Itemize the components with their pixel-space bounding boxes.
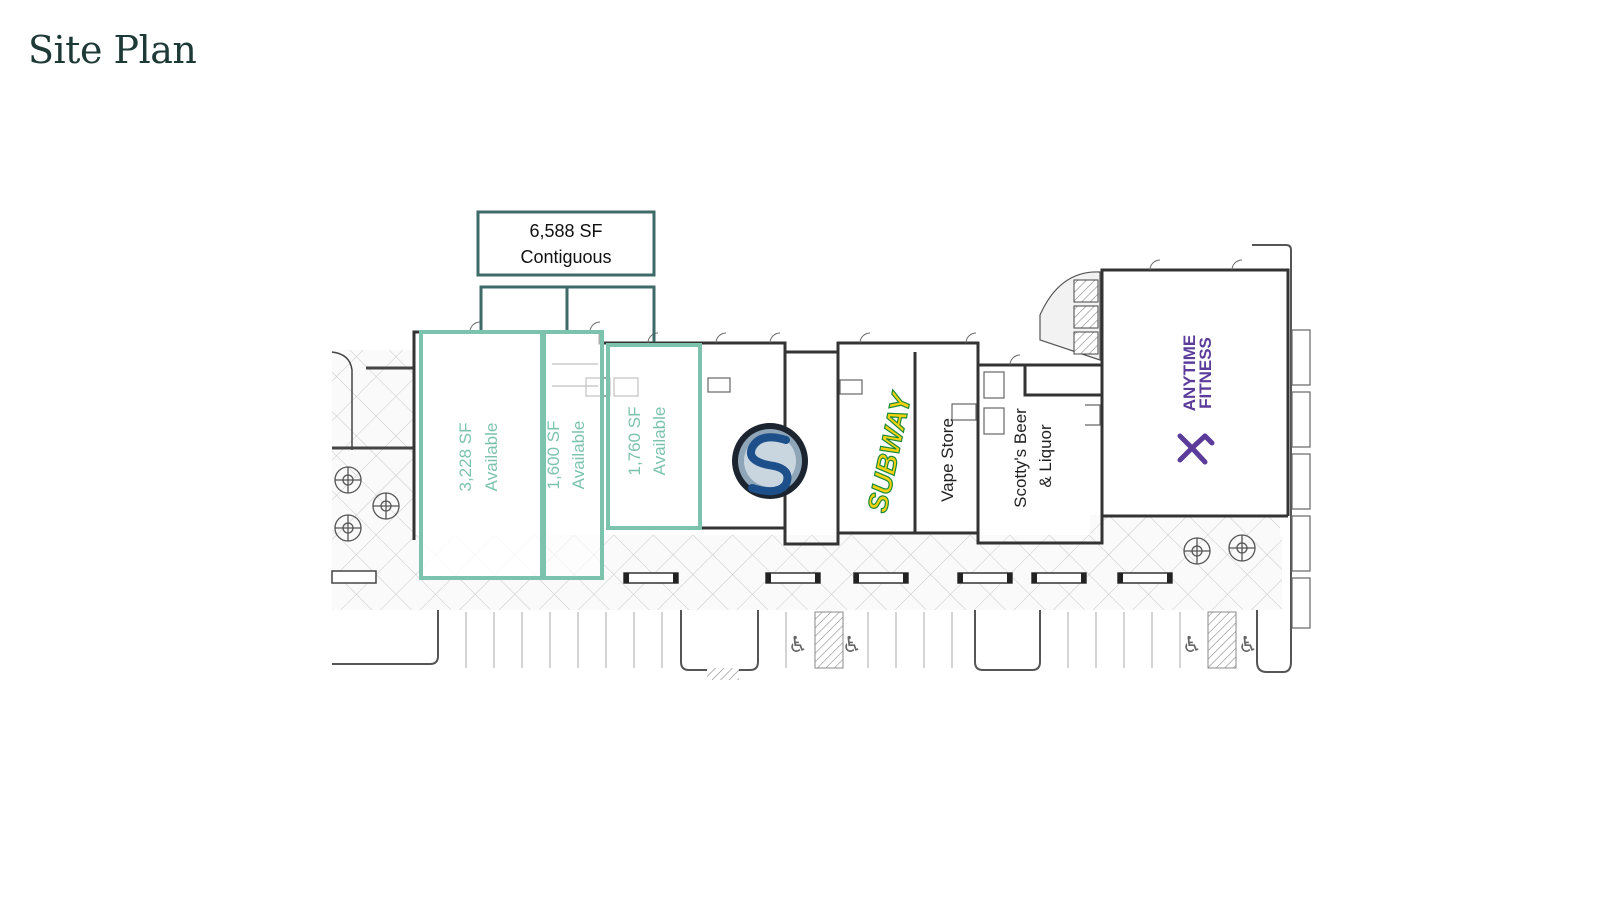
accessible-aisle [1207,611,1237,669]
fitness-wordmark-line1: ANYTIME [1180,335,1199,412]
accessible-aisle [814,611,844,669]
scottys-label-line2: & Liquor [1036,424,1055,488]
running-man-icon [1177,433,1215,465]
accessible-parking-icon: ♿ [842,633,862,658]
callout-size-label: 6,588 SF [529,221,602,241]
left-building-edge [331,351,414,450]
anytime-fitness-logo: ANYTIME FITNESS [1177,335,1215,465]
space-2-status-label: Available [569,421,588,490]
scottys-label-line1: Scotty's Beer [1011,408,1030,508]
space-3-status-label: Available [650,407,669,476]
accessible-parking-icon: ♿ [1182,633,1202,658]
planters [334,466,1256,565]
callout-description-label: Contiguous [520,247,611,267]
subway-logo: SUBWAY [861,388,918,516]
space-2-size-label: 1,600 SF [544,421,563,490]
s-emblem-icon [732,423,808,499]
page-title: Site Plan [28,28,197,72]
contiguous-callout: 6,588 SF Contiguous [476,210,656,342]
exterior-stairs [1039,271,1101,361]
curb-ramp [707,668,739,680]
space-1-size-label: 3,228 SF [456,423,475,492]
available-space-2[interactable]: 1,600 SF Available [542,330,604,580]
parking-stalls [465,612,1237,668]
door-swings [469,259,1243,366]
bike-rack [331,570,377,584]
space-1-status-label: Available [482,423,501,492]
accessible-parking-icon: ♿ [788,633,808,658]
space-3-size-label: 1,760 SF [625,407,644,476]
fitness-wordmark-line2: FITNESS [1196,337,1215,409]
available-space-3[interactable]: 1,760 SF Available [606,343,702,530]
available-space-1[interactable]: 3,228 SF Available [419,330,544,580]
vape-store-label: Vape Store [938,418,957,502]
subway-wordmark: SUBWAY [862,388,918,515]
accessible-parking-icon: ♿ [1238,633,1258,658]
colonnade [1291,329,1311,629]
